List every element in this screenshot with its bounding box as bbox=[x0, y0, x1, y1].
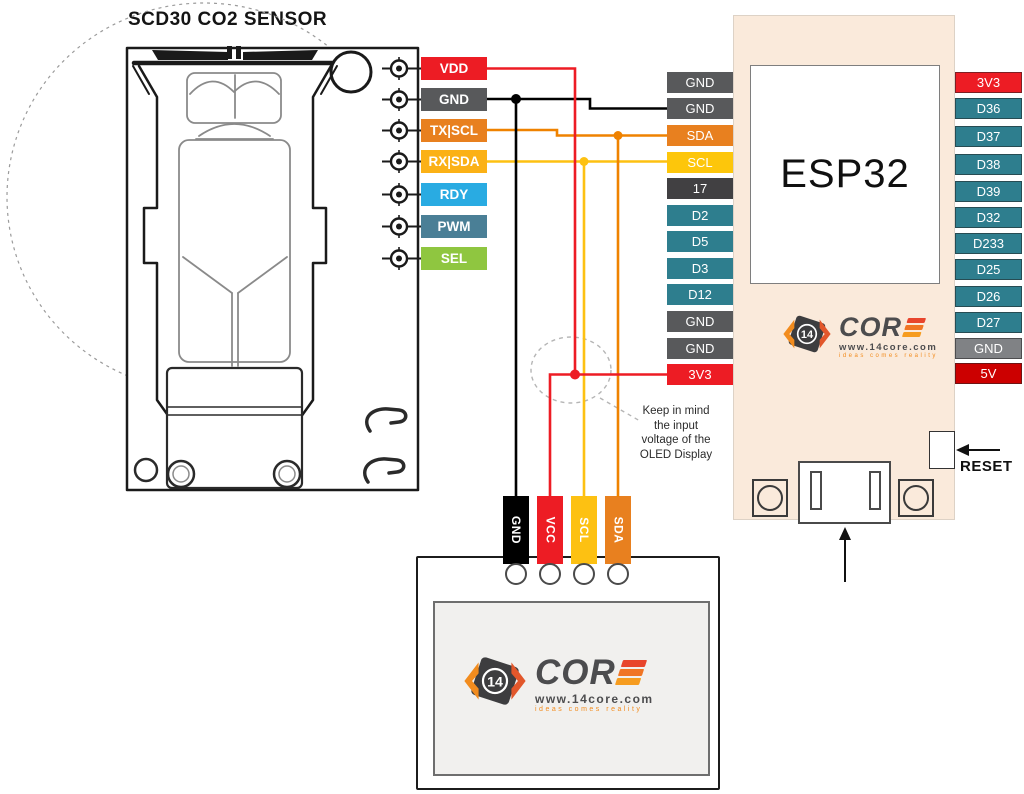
logo-e-bars-icon bbox=[901, 318, 927, 337]
logo-tagline: ideas comes reality bbox=[839, 353, 938, 359]
usb-pin-icon bbox=[810, 471, 822, 510]
esp32-right-pin-d32: D32 bbox=[955, 207, 1022, 228]
junction-yellow bbox=[579, 157, 589, 166]
14core-logo-icon: 14 bbox=[780, 307, 834, 366]
logo-brand-text: COR bbox=[535, 652, 616, 692]
sensor-pin-sel: SEL bbox=[421, 247, 487, 270]
sensor-board-drawing bbox=[125, 46, 420, 492]
oled-pin-sda: SDA bbox=[605, 496, 631, 564]
oled-board: 14 COR www.14core.com ideas comes realit… bbox=[416, 556, 720, 790]
esp32-right-pin-gnd: GND bbox=[955, 338, 1022, 359]
tactile-button-left bbox=[752, 479, 788, 517]
wire-orange-txscl-sda bbox=[487, 128, 667, 137]
esp32-right-pin-d38: D38 bbox=[955, 154, 1022, 175]
oled-pin-gnd: GND bbox=[503, 496, 529, 564]
esp32-board: ESP32 14 COR www.14core.com ideas comes … bbox=[733, 15, 955, 524]
solder-pads bbox=[382, 57, 421, 270]
usb-arrow bbox=[839, 527, 851, 582]
esp32-right-pin-d27: D27 bbox=[955, 312, 1022, 333]
esp32-left-pin-gnd3: GND bbox=[667, 311, 733, 332]
reset-label: RESET bbox=[960, 458, 1013, 475]
esp32-left-pin-scl: SCL bbox=[667, 152, 733, 173]
svg-text:14: 14 bbox=[487, 674, 503, 690]
logo-url: www.14core.com bbox=[535, 691, 654, 706]
esp32-right-pin-d36: D36 bbox=[955, 98, 1022, 119]
esp32-right-pin-d25: D25 bbox=[955, 259, 1022, 280]
diagram-title: SCD30 CO2 SENSOR bbox=[128, 9, 328, 30]
sensor-pin-pwm: PWM bbox=[421, 215, 487, 238]
esp32-right-pin-3v3: 3V3 bbox=[955, 72, 1022, 93]
esp32-right-pin-d39: D39 bbox=[955, 181, 1022, 202]
button-cap-icon bbox=[903, 485, 929, 511]
solder-pad bbox=[382, 57, 421, 80]
esp32-right-pin-5v: 5V bbox=[955, 363, 1022, 384]
wire-red-vdd bbox=[487, 67, 577, 375]
solder-pad bbox=[382, 183, 421, 206]
logo-url: www.14core.com bbox=[839, 342, 938, 353]
solder-pad bbox=[382, 215, 421, 238]
usb-connector bbox=[798, 461, 891, 524]
esp32-left-pin-d12: D12 bbox=[667, 284, 733, 305]
esp32-left-pin-gnd4: GND bbox=[667, 338, 733, 359]
usb-pin-icon bbox=[869, 471, 881, 510]
esp32-left-pin-gnd1: GND bbox=[667, 72, 733, 93]
esp32-left-pin-gnd2: GND bbox=[667, 98, 733, 119]
wire-black-gnd bbox=[487, 97, 667, 110]
esp32-module: ESP32 bbox=[750, 65, 940, 284]
reset-arrow bbox=[956, 444, 1000, 456]
esp32-chip-label: ESP32 bbox=[780, 152, 910, 196]
junction-black bbox=[511, 94, 521, 104]
junction-red bbox=[570, 369, 580, 380]
tactile-button-right bbox=[898, 479, 934, 517]
core-logo: 14 COR www.14core.com ideas comes realit… bbox=[780, 307, 938, 366]
esp32-left-pin-d5: D5 bbox=[667, 231, 733, 252]
esp32-right-pin-d233: D233 bbox=[955, 233, 1022, 254]
logo-tagline: ideas comes reality bbox=[535, 705, 643, 713]
core-logo: 14 COR www.14core.com ideas comes realit… bbox=[460, 646, 654, 721]
logo-brand-text: COR bbox=[839, 312, 902, 342]
solder-pad bbox=[382, 88, 421, 111]
esp32-left-pin-d3: D3 bbox=[667, 258, 733, 279]
junction-orange bbox=[613, 131, 623, 140]
esp32-right-pin-d26: D26 bbox=[955, 286, 1022, 307]
sensor-outline-dashed-circle bbox=[6, 2, 402, 392]
solder-pad bbox=[382, 150, 421, 173]
svg-text:14: 14 bbox=[801, 329, 814, 341]
sensor-pin-gnd: GND bbox=[421, 88, 487, 111]
14core-logo-icon: 14 bbox=[460, 646, 530, 721]
esp32-left-pin-3v3: 3V3 bbox=[667, 364, 733, 385]
sensor-pin-rdy: RDY bbox=[421, 183, 487, 206]
oled-pin-vcc: VCC bbox=[537, 496, 563, 564]
logo-e-bars-icon bbox=[614, 659, 647, 685]
oled-pin-scl: SCL bbox=[571, 496, 597, 564]
esp32-left-pin-17: 17 bbox=[667, 178, 733, 199]
highlight-dashed-circle bbox=[530, 336, 612, 404]
solder-pad bbox=[382, 247, 421, 270]
note-text: Keep in mind the input voltage of the OL… bbox=[639, 405, 713, 461]
reset-button bbox=[929, 431, 955, 469]
solder-pad bbox=[382, 119, 421, 142]
sensor-pin-vdd: VDD bbox=[421, 57, 487, 80]
esp32-left-pin-sda: SDA bbox=[667, 125, 733, 146]
esp32-right-pin-d37: D37 bbox=[955, 126, 1022, 147]
sensor-pin-txscl: TX|SCL bbox=[421, 119, 487, 142]
esp32-left-pin-d2: D2 bbox=[667, 205, 733, 226]
button-cap-icon bbox=[757, 485, 783, 511]
sensor-pin-rxsda: RX|SDA bbox=[421, 150, 487, 173]
